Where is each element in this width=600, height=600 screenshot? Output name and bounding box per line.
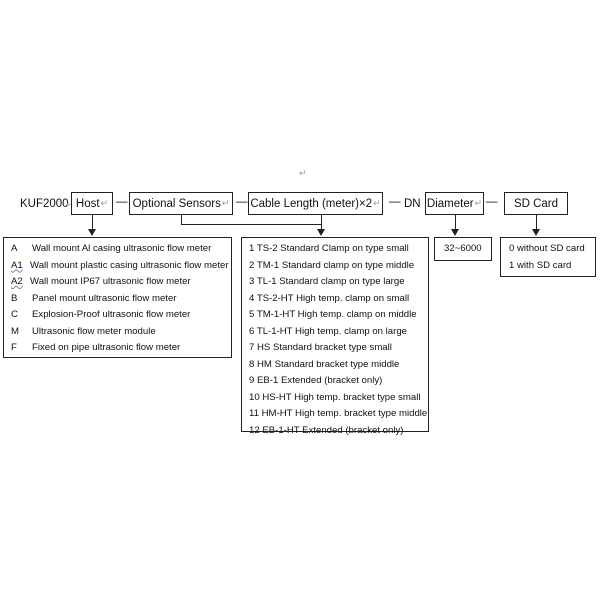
host-option-desc: Fixed on pipe ultrasonic flow meter bbox=[32, 342, 181, 353]
cable-length-header: Cable Length (meter)×2↵ bbox=[248, 192, 383, 215]
paragraph-mark: ↵ bbox=[373, 198, 381, 208]
dash: — bbox=[486, 196, 498, 208]
sensor-option-row: 1 TS-2 Standard Clamp on type small bbox=[249, 241, 427, 258]
host-option-code: A1 bbox=[11, 259, 23, 271]
sensor-option-text: 7 HS Standard bracket type small bbox=[249, 342, 392, 353]
host-connector bbox=[92, 215, 93, 230]
host-option-code: B bbox=[11, 292, 18, 304]
diameter-range: 32~6000 bbox=[444, 243, 482, 254]
host-option-desc: Wall mount plastic casing ultrasonic flo… bbox=[30, 259, 229, 271]
sensor-options-list: 1 TS-2 Standard Clamp on type small 2 TM-… bbox=[249, 241, 427, 439]
sd-options-box: 0 without SD card 1 with SD card bbox=[500, 237, 596, 277]
host-header: Host↵ bbox=[71, 192, 113, 215]
sensors-cable-merge-line bbox=[181, 224, 321, 225]
sensor-option-text: 4 TS-2-HT High temp. clamp on small bbox=[249, 292, 410, 304]
sensor-option-text: 5 TM-1-HT High temp. clamp on middle bbox=[249, 309, 417, 320]
diameter-label: Diameter bbox=[426, 197, 474, 210]
sensor-option-row: 6 TL-1-HT High temp. clamp on large bbox=[249, 324, 427, 341]
host-options-list: A Wall mount Al casing ultrasonic flow me… bbox=[11, 241, 229, 357]
paragraph-mark: ↵ bbox=[474, 198, 483, 208]
diameter-header: Diameter↵ bbox=[425, 192, 484, 215]
optional-sensors-header: Optional Sensors↵ bbox=[129, 192, 233, 215]
host-option-row: C Explosion-Proof ultrasonic flow meter bbox=[11, 307, 229, 324]
sensor-option-text: 11 HM-HT High temp. bracket type middle bbox=[249, 408, 428, 419]
host-header-label: Host bbox=[75, 197, 100, 210]
host-option-row: A1 Wall mount plastic casing ultrasonic f… bbox=[11, 258, 229, 275]
sd-option-row: 1 with SD card bbox=[509, 258, 585, 275]
sensor-option-text: 2 TM-1 Standard clamp on type middle bbox=[249, 259, 415, 271]
sensor-option-row: 10 HS-HT High temp. bracket type small bbox=[249, 390, 427, 407]
sensor-option-text: 12 EB-1-HT Extended (bracket only) bbox=[249, 424, 404, 436]
sensor-option-row: 8 HM Standard bracket type middle bbox=[249, 357, 427, 374]
host-options-box: A Wall mount Al casing ultrasonic flow me… bbox=[3, 237, 232, 358]
host-option-row: M Ultrasonic flow meter module bbox=[11, 324, 229, 341]
sd-option-text: 0 without SD card bbox=[509, 243, 585, 254]
dash: — bbox=[389, 196, 401, 208]
sensor-option-text: 3 TL-1 Standard clamp on type large bbox=[249, 276, 405, 287]
paragraph-mark: ↵ bbox=[100, 198, 109, 208]
sensor-option-text: 6 TL-1-HT High temp. clamp on large bbox=[249, 325, 408, 337]
model-prefix: KUF2000 bbox=[20, 198, 69, 210]
sd-option-text: 1 with SD card bbox=[509, 259, 572, 271]
sensor-option-text: 1 TS-2 Standard Clamp on type small bbox=[249, 243, 409, 254]
host-option-row: A2 Wall mount IP67 ultrasonic flow meter bbox=[11, 274, 229, 291]
sensor-option-row: 11 HM-HT High temp. bracket type middle bbox=[249, 406, 427, 423]
sensors-connector-down bbox=[181, 215, 182, 224]
sd-connector bbox=[536, 215, 537, 230]
host-option-desc: Wall mount Al casing ultrasonic flow met… bbox=[32, 243, 212, 254]
diameter-arrow bbox=[451, 229, 459, 236]
sd-option-row: 0 without SD card bbox=[509, 241, 585, 258]
sensor-option-text: 9 EB-1 Extended (bracket only) bbox=[249, 375, 383, 386]
sensor-option-text: 10 HS-HT High temp. bracket type small bbox=[249, 391, 421, 403]
diameter-range-box: 32~6000 bbox=[434, 237, 492, 261]
sensor-option-row: 9 EB-1 Extended (bracket only) bbox=[249, 373, 427, 390]
sd-arrow bbox=[532, 229, 540, 236]
host-option-desc: Ultrasonic flow meter module bbox=[32, 325, 156, 337]
sensor-option-row: 5 TM-1-HT High temp. clamp on middle bbox=[249, 307, 427, 324]
dash: — bbox=[236, 196, 248, 208]
cable-connector bbox=[321, 215, 322, 230]
paragraph-mark: ↵ bbox=[221, 198, 230, 208]
host-option-desc: Panel mount ultrasonic flow meter bbox=[32, 292, 177, 304]
sensor-option-row: 7 HS Standard bracket type small bbox=[249, 340, 427, 357]
host-option-desc: Wall mount IP67 ultrasonic flow meter bbox=[30, 276, 191, 287]
optional-sensors-label: Optional Sensors bbox=[132, 197, 221, 210]
host-option-code: F bbox=[11, 342, 17, 353]
host-arrow bbox=[88, 229, 96, 236]
sensor-option-text: 8 HM Standard bracket type middle bbox=[249, 358, 400, 370]
times-two: ×2 bbox=[359, 197, 373, 210]
host-option-code: A bbox=[11, 243, 18, 254]
sd-card-header: SD Card bbox=[504, 192, 568, 215]
paragraph-mark: ↵ bbox=[299, 168, 307, 178]
host-option-desc: Explosion-Proof ultrasonic flow meter bbox=[32, 309, 191, 320]
host-option-code: A2 bbox=[11, 276, 23, 287]
diameter-connector bbox=[455, 215, 456, 230]
sd-card-label: SD Card bbox=[513, 197, 559, 210]
sensor-option-row: 2 TM-1 Standard clamp on type middle bbox=[249, 258, 427, 275]
sensor-option-row: 4 TS-2-HT High temp. clamp on small bbox=[249, 291, 427, 308]
host-option-row: A Wall mount Al casing ultrasonic flow me… bbox=[11, 241, 229, 258]
host-option-row: F Fixed on pipe ultrasonic flow meter bbox=[11, 340, 229, 357]
dn-label: DN bbox=[404, 198, 421, 210]
sensors-arrow bbox=[317, 229, 325, 236]
host-option-code: M bbox=[11, 325, 19, 337]
paragraph-mark: ↵ bbox=[66, 199, 74, 209]
host-option-code: C bbox=[11, 309, 18, 320]
cable-length-label: Cable Length (meter) bbox=[250, 197, 359, 210]
dash: — bbox=[116, 196, 128, 208]
sensor-options-box: 1 TS-2 Standard Clamp on type small 2 TM-… bbox=[241, 237, 429, 436]
sensor-option-row: 3 TL-1 Standard clamp on type large bbox=[249, 274, 427, 291]
host-option-row: B Panel mount ultrasonic flow meter bbox=[11, 291, 229, 308]
sd-options-list: 0 without SD card 1 with SD card bbox=[509, 241, 585, 274]
sensor-option-row: 12 EB-1-HT Extended (bracket only) bbox=[249, 423, 427, 440]
